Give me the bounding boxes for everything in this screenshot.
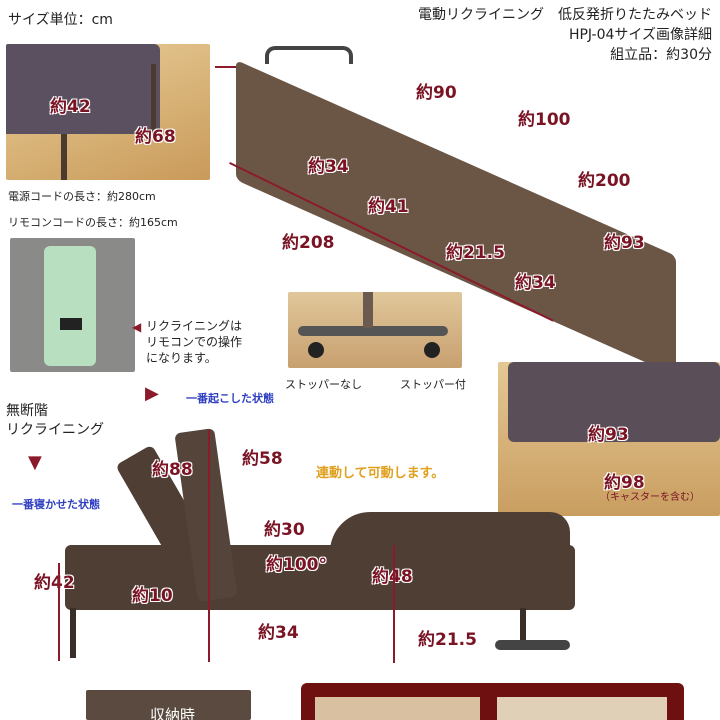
- arrow-right-icon: ▶: [145, 383, 159, 404]
- side-dim-21-5: 約21.5: [418, 630, 477, 650]
- leg-width-dim: 約68: [135, 127, 176, 147]
- pointer-left-icon: ◀: [132, 320, 142, 334]
- width-dim-93: 約93: [604, 233, 645, 253]
- mattress-thickness-dim: 約10: [132, 586, 173, 606]
- stepless-recline-label: 無断階 リクライニング: [6, 402, 104, 440]
- remote-note: リクライニングは リモコンでの操作 になります。: [146, 318, 242, 366]
- width-photo: [498, 362, 720, 516]
- remote-note-line: リモコンでの操作: [146, 335, 243, 349]
- remote-note-line: になります。: [146, 351, 217, 365]
- length-dim-200: 約200: [578, 171, 631, 191]
- remote-cord-length: リモコンコードの長さ：約165cm: [8, 216, 178, 229]
- side-dim-88: 約88: [152, 460, 193, 480]
- dim-100: 約100: [518, 110, 571, 130]
- side-dim-48: 約48: [372, 562, 413, 587]
- dim-line-48: [393, 545, 395, 663]
- dim-21-5: 約21.5: [446, 243, 505, 263]
- side-dim-42: 約42: [34, 573, 75, 593]
- remote-note-line: リクライニングは: [146, 319, 243, 333]
- assembly-label: 組立品：約30分: [610, 47, 712, 63]
- stored-bed-photo: [86, 690, 251, 720]
- dim-line-88: [208, 430, 210, 662]
- linked-motion-label: 連動して可動します。: [316, 466, 445, 481]
- max-down-label: 一番寝かせた状態: [12, 498, 100, 511]
- dim-41: 約41: [368, 197, 409, 217]
- caster-with-stopper: ストッパー付: [400, 378, 466, 391]
- max-up-label: 一番起こした状態: [186, 392, 274, 405]
- length-dim-208: 約208: [282, 233, 335, 253]
- right-dim-93: 約93: [588, 425, 629, 445]
- side-dim-30: 約30: [264, 520, 305, 540]
- caster-dim-34: 約34: [515, 273, 556, 293]
- dim-34: 約34: [308, 157, 349, 177]
- stepless-line: リクライニング: [6, 422, 104, 438]
- product-title: 電動リクライニング 低反発折りたたみベッド: [418, 7, 712, 23]
- model-label: HPJ-04サイズ画像詳細: [568, 27, 712, 43]
- stepless-line: 無断階: [6, 403, 48, 419]
- caster-included-note: （キャスターを含む）: [600, 492, 700, 503]
- recline-angle: 約100°: [266, 555, 327, 575]
- stored-label: 収納時: [150, 706, 196, 720]
- detail-photo-frame: [301, 683, 684, 720]
- leg-height-dim: 約42: [50, 97, 91, 117]
- pointer-arrow: [215, 66, 245, 68]
- right-dim-98: 約98: [604, 473, 645, 493]
- leg-photo: [6, 44, 210, 180]
- arrow-down-icon: ▼: [28, 452, 42, 473]
- side-dim-58: 約58: [242, 449, 283, 469]
- unit-label: サイズ単位：cm: [8, 12, 113, 28]
- caster-photo: [288, 292, 462, 368]
- side-dim-34: 約34: [258, 623, 299, 643]
- width-dim-90: 約90: [416, 83, 457, 103]
- power-cord-length: 電源コードの長さ：約280cm: [8, 190, 156, 203]
- remote-photo: [10, 238, 135, 372]
- dim-line-42: [58, 563, 60, 661]
- caster-without-stopper: ストッパーなし: [285, 378, 362, 391]
